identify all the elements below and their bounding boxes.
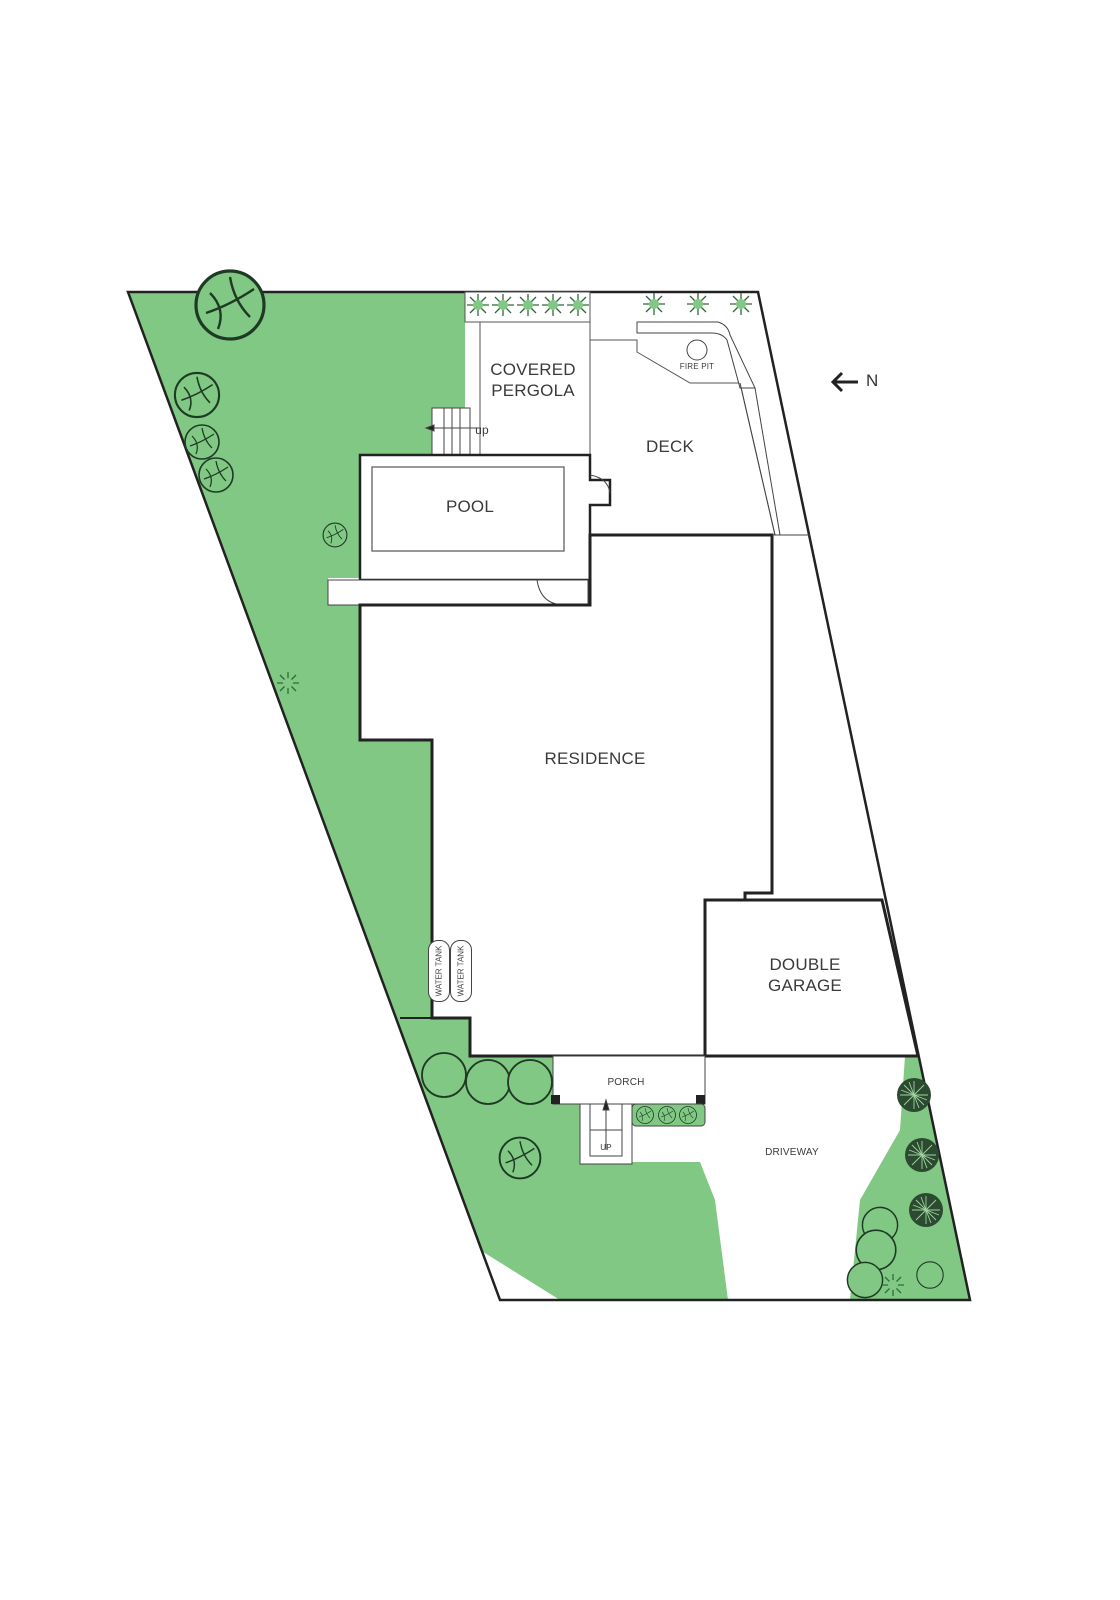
lawn-area bbox=[128, 292, 728, 1300]
north-indicator: N bbox=[866, 371, 878, 391]
label-deck: DECK bbox=[645, 437, 695, 456]
porch-steps bbox=[579, 1098, 633, 1165]
label-fire-pit: FIRE PIT bbox=[679, 362, 715, 371]
water-tank-1: WATER TANK bbox=[428, 940, 450, 1002]
label-porch-steps: UP bbox=[600, 1143, 612, 1152]
fire-pit-bench bbox=[636, 321, 756, 389]
porch bbox=[552, 1055, 706, 1105]
north-arrow-icon bbox=[830, 371, 858, 393]
label-driveway: DRIVEWAY bbox=[765, 1147, 819, 1158]
label-pool: POOL bbox=[445, 497, 495, 516]
gravel-corner bbox=[480, 1250, 560, 1300]
label-covered-pergola: COVERED PERGOLA bbox=[490, 360, 576, 401]
label-pergola-steps: up bbox=[475, 423, 489, 437]
label-double-garage: DOUBLE GARAGE bbox=[768, 955, 842, 996]
pool-water bbox=[371, 466, 565, 552]
tree-large bbox=[194, 269, 266, 341]
residence-outline bbox=[358, 533, 774, 1058]
water-tank-2: WATER TANK bbox=[450, 940, 472, 1002]
fire-pit bbox=[686, 339, 708, 361]
pergola-steps bbox=[424, 407, 480, 456]
label-residence: RESIDENCE bbox=[544, 749, 646, 768]
label-porch: PORCH bbox=[607, 1077, 645, 1088]
north-label: N bbox=[866, 371, 879, 390]
double-garage bbox=[703, 898, 920, 1058]
